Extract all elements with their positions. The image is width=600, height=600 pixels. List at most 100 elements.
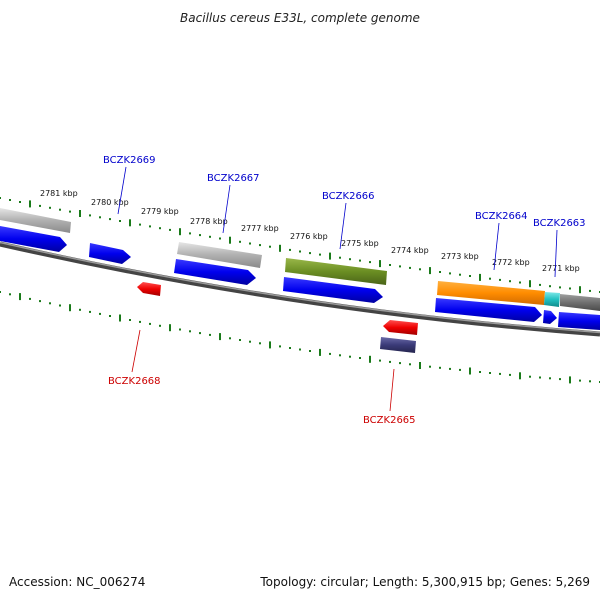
scale-label: 2779 kbp [141, 207, 179, 216]
scale-tick-minor [549, 285, 551, 288]
leader-line [117, 166, 127, 215]
slate-feature [380, 337, 416, 353]
gene-label-bczk2665[interactable]: BCZK2665 [363, 415, 416, 426]
scale-tick-minor [339, 256, 341, 259]
scale-tick-minor [419, 268, 421, 271]
scale-tick-minor [559, 286, 561, 289]
scale-tick-minor [499, 372, 501, 375]
cds-arrow-7 [558, 312, 600, 330]
scale-tick-minor [39, 300, 41, 303]
scale-tick-minor [209, 235, 211, 238]
gray-feature-2 [177, 242, 262, 268]
scale-tick-minor [109, 218, 111, 221]
scale-tick-minor [89, 310, 91, 313]
leader-line [389, 368, 395, 412]
scale-tick-minor [99, 312, 101, 315]
scale-tick-minor [449, 367, 451, 370]
scale-tick-minor [319, 253, 321, 256]
scale-tick-major [119, 314, 121, 322]
scale-tick-minor [209, 333, 211, 336]
scale-tick-minor [189, 330, 191, 333]
scale-tick-minor [69, 210, 71, 213]
scale-tick-minor [399, 265, 401, 268]
scale-tick-minor [469, 275, 471, 277]
scale-tick-minor [529, 375, 531, 378]
scale-tick-minor [439, 366, 441, 369]
scale-tick-minor [0, 197, 1, 199]
scale-label: 2776 kbp [290, 232, 328, 241]
scale-tick-minor [239, 339, 241, 341]
cds-arrow-2 [89, 243, 131, 264]
scale-tick-minor [349, 355, 351, 358]
accession-text: Accession: NC_006274 [9, 575, 145, 589]
scale-tick-minor [159, 324, 161, 327]
topology-text: Topology: circular; Length: 5,300,915 bp… [259, 575, 590, 589]
scale-tick-major [79, 210, 81, 217]
scale-tick-minor [569, 287, 571, 290]
scale-tick-major [319, 348, 321, 356]
scale-tick-major [479, 273, 481, 281]
scale-label: 2771 kbp [542, 264, 580, 273]
gene-label-bczk2667[interactable]: BCZK2667 [207, 173, 260, 184]
scale-tick-major [279, 244, 281, 252]
scale-tick-minor [509, 373, 511, 376]
scale-tick-minor [179, 328, 181, 331]
scale-tick-minor [539, 376, 541, 379]
scale-tick-major [169, 324, 171, 332]
scale-label: 2777 kbp [241, 224, 279, 233]
leader-line [554, 229, 558, 278]
scale-tick-minor [519, 281, 521, 284]
scale-tick-minor [199, 234, 201, 237]
scale-tick-minor [0, 291, 1, 293]
scale-tick-minor [99, 216, 101, 219]
scale-label: 2781 kbp [40, 189, 78, 198]
scale-tick-minor [439, 271, 441, 273]
scale-tick-major [529, 280, 531, 288]
scale-tick-minor [59, 304, 61, 307]
gene-label-bczk2663[interactable]: BCZK2663 [533, 218, 586, 229]
gene-label-bczk2664[interactable]: BCZK2664 [475, 211, 528, 222]
scale-label: 2775 kbp [341, 239, 379, 248]
scale-tick-minor [149, 225, 151, 228]
scale-tick-major [469, 367, 471, 375]
scale-tick-minor [239, 240, 241, 243]
scale-tick-minor [339, 354, 341, 357]
scale-tick-minor [189, 232, 191, 235]
scale-tick-minor [479, 371, 481, 373]
scale-tick-minor [39, 204, 41, 207]
scale-tick-minor [59, 208, 61, 211]
scale-tick-minor [539, 283, 541, 286]
scale-labels: 2781 kbp 2780 kbp 2779 kbp 2778 kbp 2777… [40, 189, 580, 273]
scale-tick-minor [579, 379, 581, 382]
scale-tick-minor [169, 228, 171, 231]
gene-label-bczk2666[interactable]: BCZK2666 [322, 191, 375, 202]
scale-tick-minor [149, 322, 151, 325]
scale-tick-minor [429, 365, 431, 368]
gene-label-bczk2668[interactable]: BCZK2668 [108, 376, 161, 387]
scale-tick-minor [299, 250, 301, 253]
gene-label-bczk2669[interactable]: BCZK2669 [103, 155, 156, 166]
scale-label: 2780 kbp [91, 198, 129, 207]
scale-tick-minor [259, 244, 261, 247]
scale-tick-minor [159, 227, 161, 230]
leader-line [339, 202, 347, 250]
scale-tick-major [379, 260, 381, 268]
scale-tick-minor [399, 362, 401, 365]
scale-tick-minor [289, 347, 291, 349]
scale-tick-minor [109, 315, 111, 317]
scale-tick-major [219, 333, 221, 341]
orange-feature [437, 281, 545, 305]
scale-tick-minor [289, 248, 291, 251]
cds-arrow-4 [283, 277, 383, 303]
scale-tick-minor [329, 352, 331, 355]
scale-tick-minor [589, 289, 591, 292]
map-title: Bacillus cereus E33L, complete genome [180, 11, 420, 25]
scale-tick-minor [489, 372, 491, 374]
cds-arrow-1 [0, 226, 67, 252]
scale-tick-minor [9, 293, 11, 296]
olive-feature [285, 258, 387, 285]
scale-tick-major [19, 293, 21, 301]
red-feature-2 [383, 320, 418, 335]
gray-feature-right [560, 294, 600, 311]
